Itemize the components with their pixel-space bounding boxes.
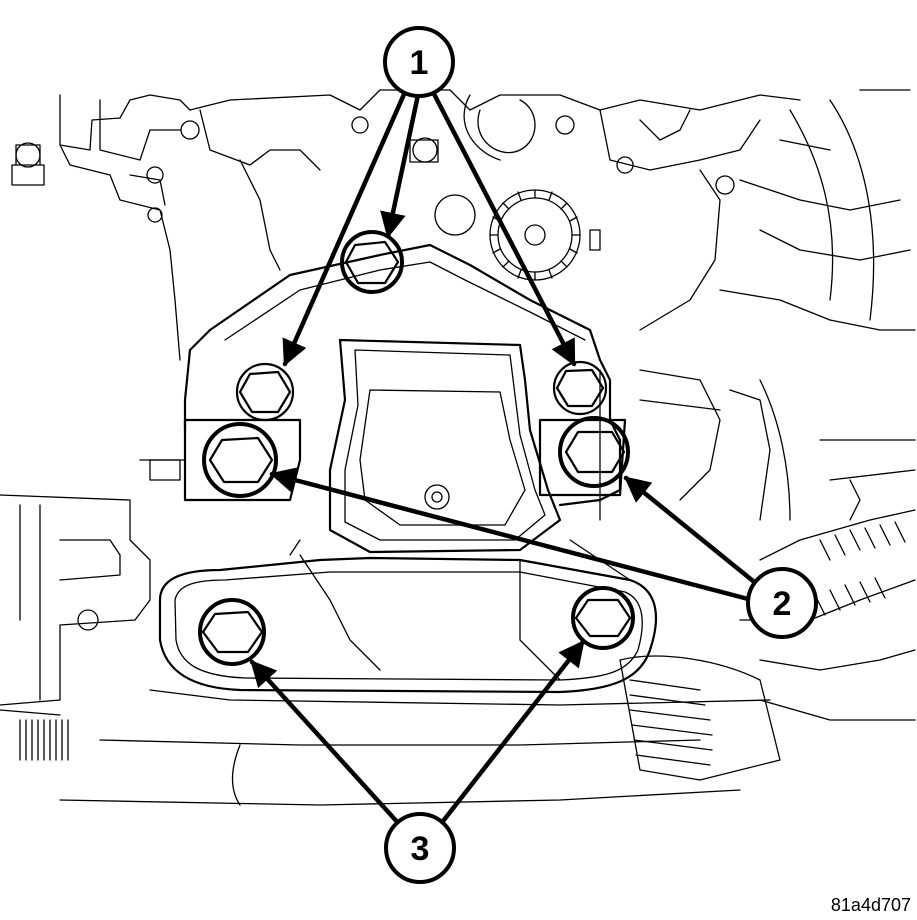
callout-1-label: 1 [410, 44, 429, 82]
figure-id: 81a4d707 [830, 895, 911, 915]
sprocket [489, 189, 581, 281]
bolt-bottom-right [571, 586, 635, 650]
callout-3-label: 3 [411, 830, 430, 868]
callout-2-label: 2 [773, 585, 792, 623]
bolt-left-lower [202, 422, 278, 498]
callout-3: 3 [384, 812, 456, 884]
callout-1: 1 [383, 26, 455, 98]
bolt-left-upper [235, 362, 295, 422]
leader-lines [249, 89, 761, 828]
bolt-top [340, 230, 404, 294]
callout-2: 2 [746, 567, 818, 639]
engine-mount-bracket [139, 243, 658, 694]
bolt-right-lower [558, 416, 630, 488]
bolt-bottom-left [198, 598, 266, 666]
engine-background [0, 89, 916, 806]
bolt-right-upper [552, 360, 608, 416]
